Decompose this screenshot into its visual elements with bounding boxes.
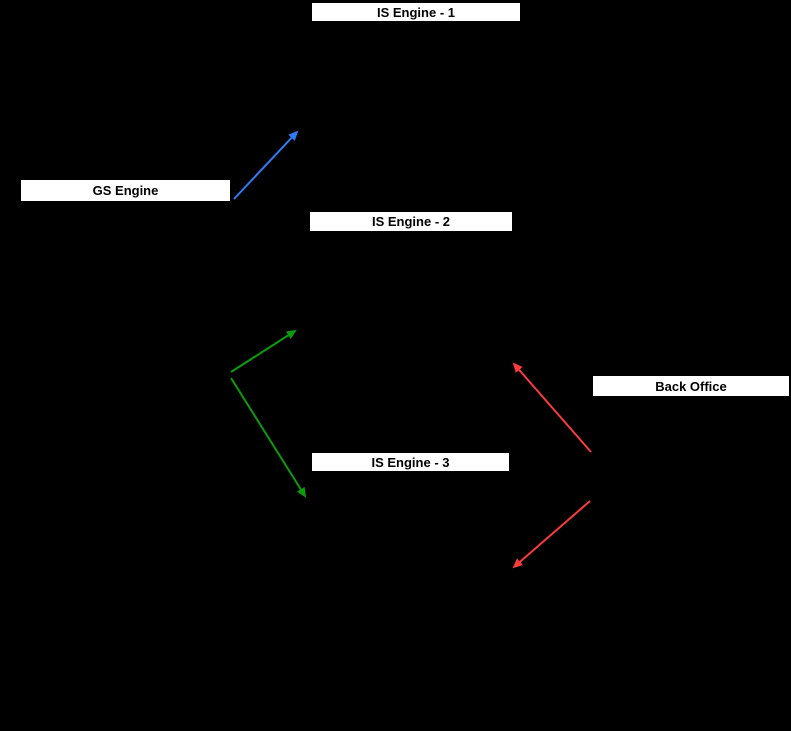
arrow-junction-to-is-engine-3 bbox=[230, 377, 307, 498]
node-label-is-engine-3: IS Engine - 3 bbox=[371, 454, 450, 470]
arrow-back-office-to-is-engine-3 bbox=[512, 500, 591, 569]
node-back-office: Back Office bbox=[592, 375, 790, 397]
node-label-is-engine-2: IS Engine - 2 bbox=[371, 214, 450, 229]
node-label-gs-engine: GS Engine bbox=[92, 183, 159, 198]
node-is-engine-2: IS Engine - 2 bbox=[309, 211, 513, 232]
arrow-junction-to-is-engine-2 bbox=[230, 329, 297, 373]
node-gs-engine: GS Engine bbox=[20, 179, 231, 202]
node-is-engine-3: IS Engine - 3 bbox=[311, 452, 510, 472]
node-label-is-engine-1: IS Engine - 1 bbox=[376, 4, 455, 20]
arrow-gs-engine-to-is-engine-1 bbox=[233, 130, 299, 200]
node-label-back-office: Back Office bbox=[655, 378, 727, 394]
arrow-back-office-to-is-engine-2 bbox=[512, 362, 592, 453]
node-is-engine-1: IS Engine - 1 bbox=[311, 2, 521, 22]
